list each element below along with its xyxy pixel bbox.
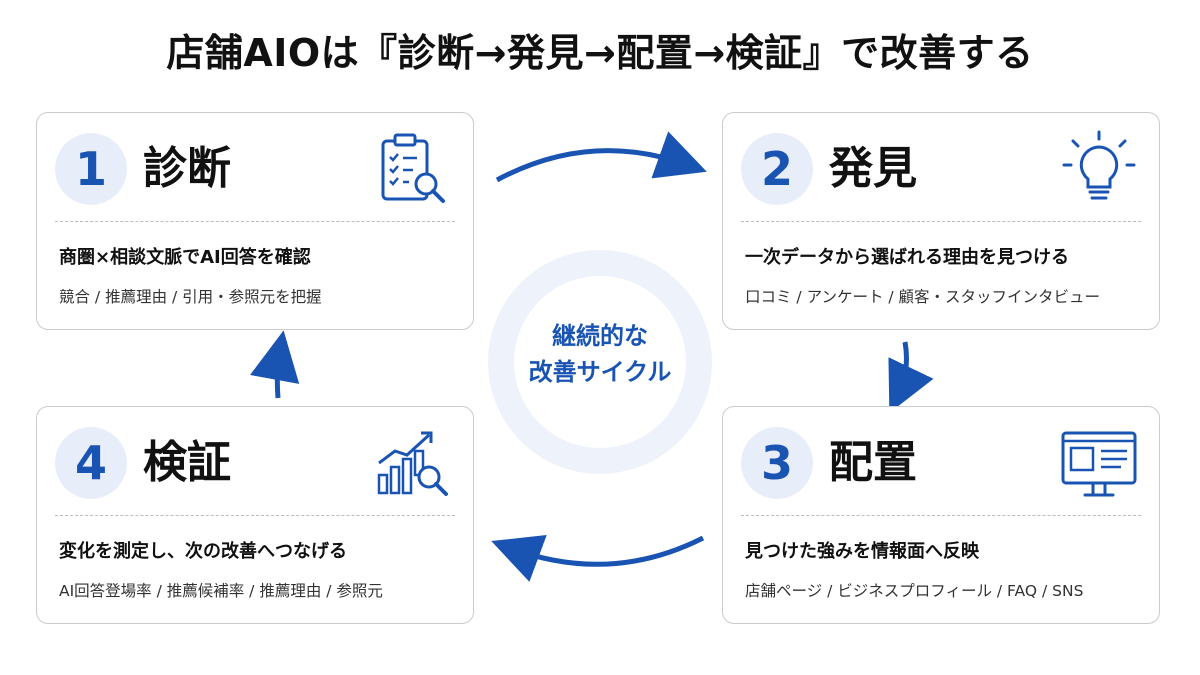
step-number: 2 [741, 133, 813, 205]
chart-search-icon [377, 431, 448, 496]
card-divider [741, 515, 1141, 516]
card-divider [55, 221, 455, 222]
step-label: 診断 [143, 143, 231, 194]
lightbulb-icon [1062, 130, 1136, 200]
step-description: 変化を測定し、次の改善へつなげる [59, 541, 347, 562]
card-divider [741, 221, 1141, 222]
step-label: 配置 [829, 437, 917, 488]
step-number: 3 [741, 427, 813, 499]
step-number: 4 [55, 427, 127, 499]
step-number: 1 [55, 133, 127, 205]
arrow-1-to-2 [495, 131, 707, 183]
step-details: 口コミ / アンケート / 顧客・スタッフインタビュー [745, 288, 1101, 306]
step-details: AI回答登場率 / 推薦候補率 / 推薦理由 / 参照元 [59, 582, 383, 600]
step-card-verification: 4 検証 変化を測定し、次の改善へつなげる AI回答登場率 / 推薦候補率 / … [36, 406, 474, 624]
arrow-3-to-4 [491, 534, 705, 582]
page-title: 店舗AIOは『診断→発見→配置→検証』で改善する [166, 31, 1034, 75]
cycle-label-line1: 継続的な [552, 322, 648, 350]
card-divider [55, 515, 455, 516]
step-description: 一次データから選ばれる理由を見つける [745, 247, 1069, 268]
step-details: 競合 / 推薦理由 / 引用・参照元を把握 [59, 288, 322, 306]
clipboard-search-icon [381, 133, 445, 203]
cycle-label: 継続的な 改善サイクル [488, 318, 712, 390]
step-details: 店舗ページ / ビジネスプロフィール / FAQ / SNS [745, 582, 1084, 600]
cycle-label-line2: 改善サイクル [528, 358, 672, 386]
step-card-discovery: 2 発見 一次データから選ばれる理由を見つける 口コミ / アンケート / 顧客… [722, 112, 1160, 330]
step-description: 見つけた強みを情報面へ反映 [745, 541, 979, 562]
arrow-4-to-1 [250, 330, 300, 399]
step-card-placement: 3 配置 見つけた強みを情報面へ反映 店舗ページ / ビジネスプロフィール / … [722, 406, 1160, 624]
monitor-icon [1061, 431, 1137, 497]
step-label: 検証 [143, 437, 231, 488]
arrow-2-to-3 [888, 341, 934, 414]
step-description: 商圏×相談文脈でAI回答を確認 [59, 247, 311, 268]
step-label: 発見 [829, 143, 917, 194]
step-card-diagnosis: 1 診断 商圏×相談文脈でAI回答を確認 競合 / 推薦理由 / 引用・参照元を… [36, 112, 474, 330]
